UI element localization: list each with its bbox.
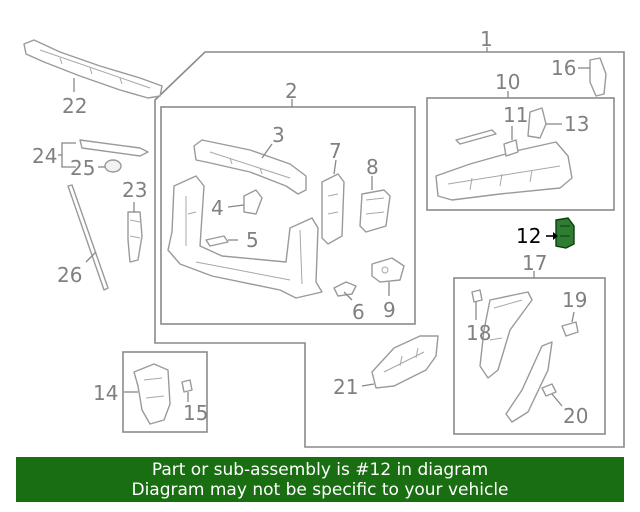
subassembly-10-box [426, 97, 615, 211]
part-6-clip [333, 281, 357, 301]
part-10-strip [455, 129, 497, 145]
callout-23: 23 [122, 178, 147, 202]
callout-4: 4 [211, 196, 224, 220]
part-5-bracket [205, 235, 238, 247]
callout-8: 8 [366, 155, 379, 179]
part-2-radiator-support [167, 175, 323, 299]
assembly-1-outline [154, 51, 625, 448]
part-16-bracket [578, 57, 607, 97]
callout-19: 19 [562, 288, 587, 312]
part-3-upper-member [193, 139, 307, 195]
part-17-rail [505, 341, 553, 423]
part-15-clip [181, 379, 193, 402]
part-21-extension [361, 335, 439, 389]
callout-15: 15 [183, 401, 208, 425]
callout-1: 1 [480, 27, 493, 51]
subassembly-2-box [160, 106, 416, 325]
info-banner: Part or sub-assembly is #12 in diagram D… [16, 457, 624, 502]
part-25-grommet [98, 159, 122, 173]
callout-3: 3 [272, 123, 285, 147]
callout-11: 11 [503, 103, 528, 127]
part-4-bracket [227, 189, 263, 215]
part-10-apron [435, 141, 573, 201]
callout-2: 2 [285, 79, 298, 103]
part-7-side-panel [321, 159, 345, 245]
part-26-rod [67, 184, 109, 291]
callout-14: 14 [93, 381, 118, 405]
callout-9: 9 [383, 298, 396, 322]
subassembly-14-box [122, 351, 208, 433]
callout-10: 10 [495, 70, 520, 94]
part-23-bracket [127, 202, 143, 263]
callout-25: 25 [70, 156, 95, 180]
callout-21: 21 [333, 375, 358, 399]
part-8-deflector [359, 176, 391, 233]
callout-12: 12 [516, 224, 541, 248]
part-19-bracket [561, 311, 579, 337]
subassembly-17-box [453, 277, 606, 435]
part-17-pillar [479, 291, 533, 379]
part-20-bracket [541, 383, 563, 407]
callout-16: 16 [551, 56, 576, 80]
callout-7: 7 [329, 139, 342, 163]
part-12-highlighted [546, 217, 575, 249]
banner-line-2: Diagram may not be specific to your vehi… [131, 480, 509, 500]
part-18-clip [471, 289, 483, 320]
part-9-latch-bracket [371, 257, 405, 296]
exploded-parts-diagram: 1 2 3 4 5 6 7 8 9 10 11 12 13 14 15 16 1… [23, 27, 625, 448]
callout-5: 5 [246, 228, 259, 252]
part-11-bracket [503, 126, 519, 157]
callout-24: 24 [32, 144, 57, 168]
callout-17: 17 [522, 251, 547, 275]
callout-13: 13 [564, 112, 589, 136]
part-22-tie-bar [23, 39, 163, 99]
callout-18: 18 [466, 321, 491, 345]
part-13-bracket [527, 107, 562, 139]
banner-line-1: Part or sub-assembly is #12 in diagram [151, 460, 489, 480]
callout-26: 26 [57, 263, 82, 287]
callout-22: 22 [62, 94, 87, 118]
callout-6: 6 [352, 300, 365, 324]
part-24-bracket [58, 139, 149, 168]
callout-20: 20 [563, 404, 588, 428]
part-14-bracket [124, 363, 171, 425]
